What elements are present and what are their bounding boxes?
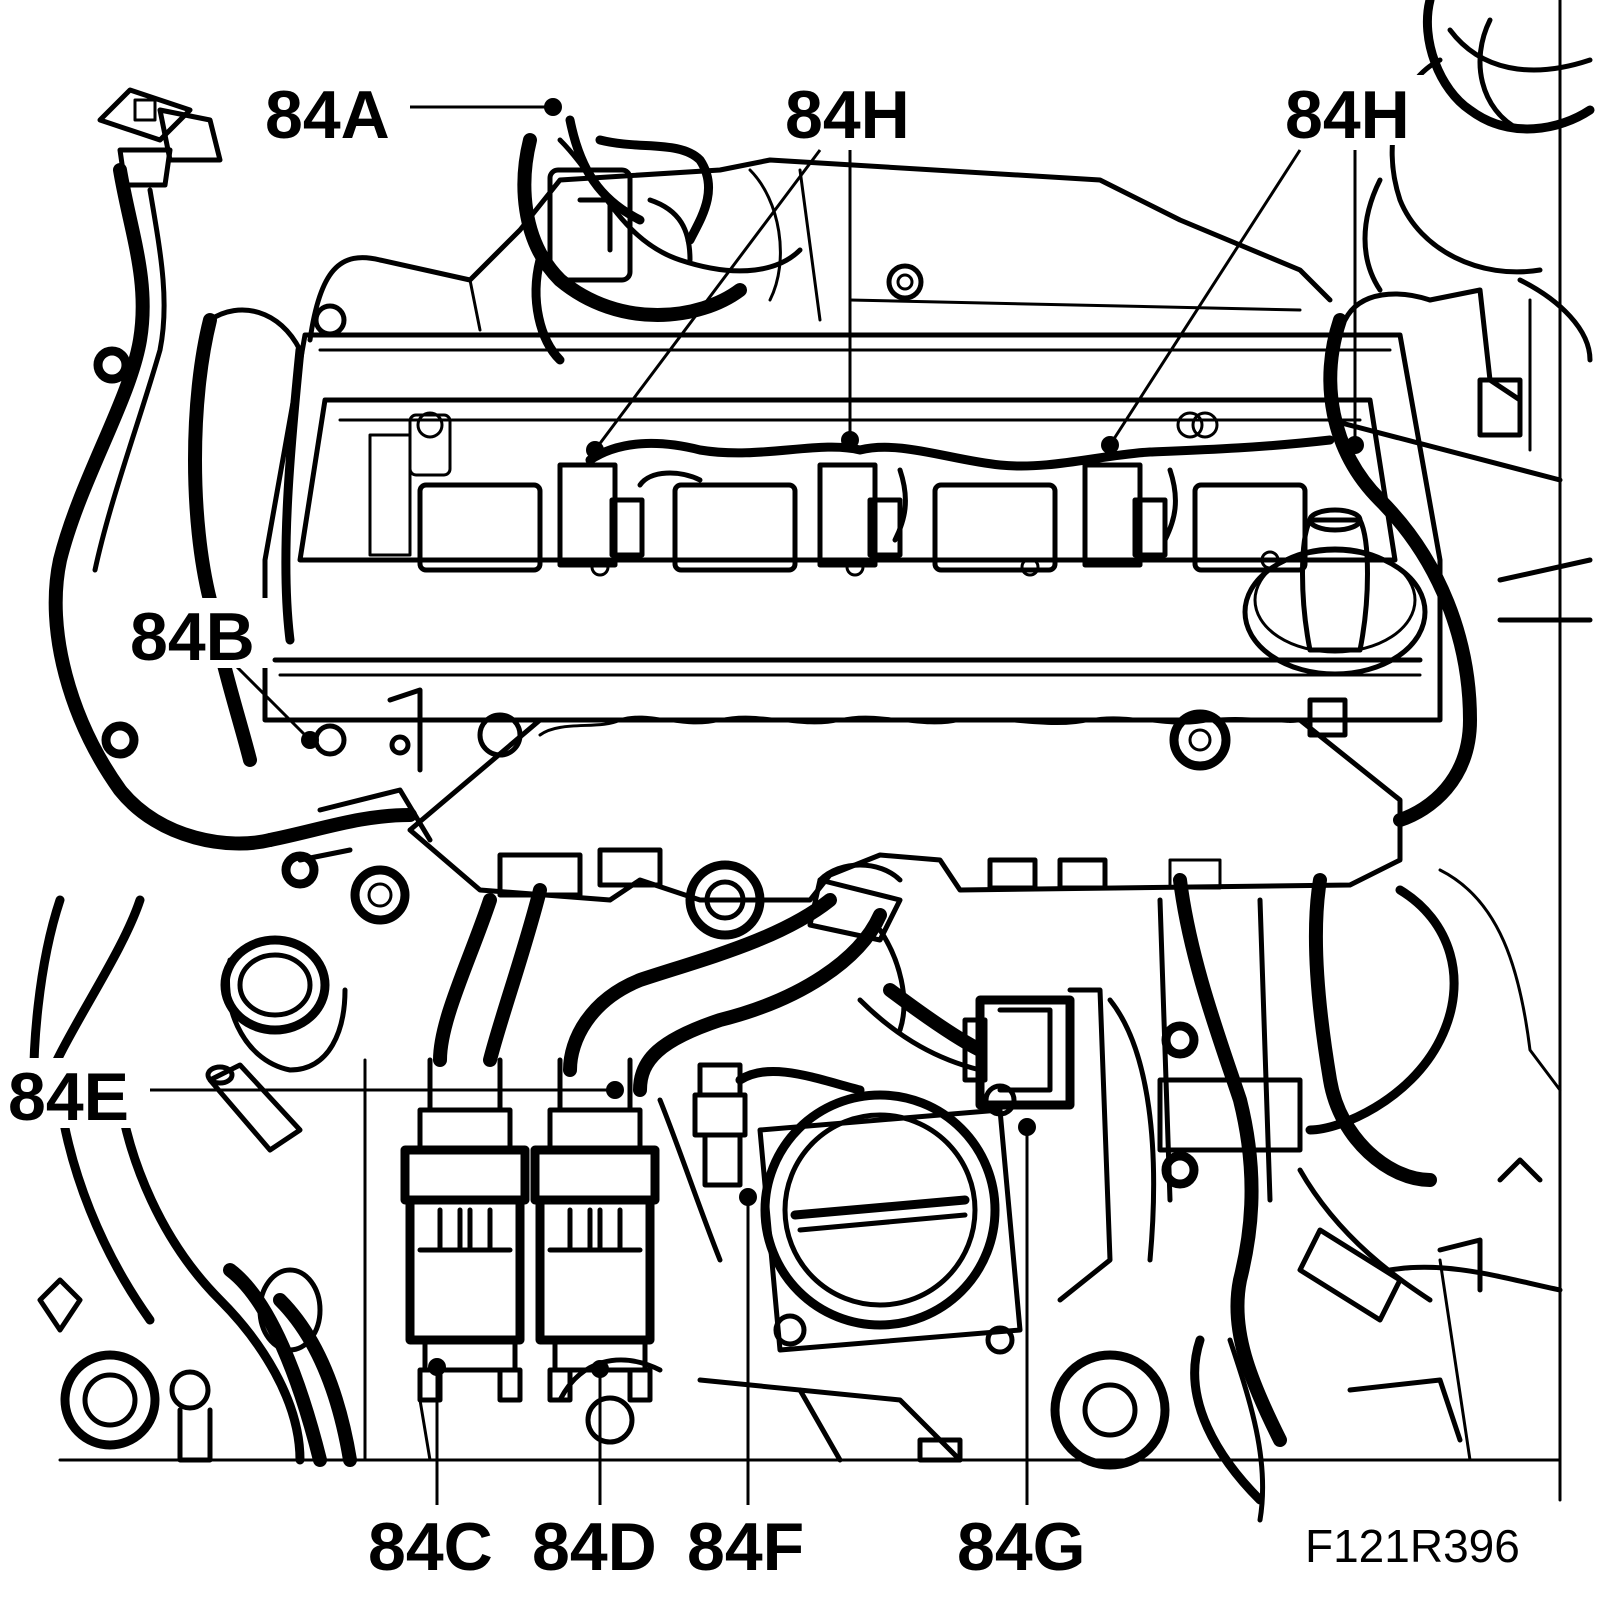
label-bg-84d	[530, 1505, 670, 1580]
ignition-coils	[368, 411, 1335, 577]
label-84a: 84A	[265, 77, 390, 153]
leader-84b	[233, 663, 312, 742]
valve-cover	[262, 157, 1443, 723]
label-84c: 84C	[368, 1509, 493, 1585]
leader-dot-84f	[739, 1188, 757, 1206]
leader-dot-84g	[1018, 1118, 1036, 1136]
vacuum-hoses	[433, 862, 987, 1097]
leader-dot-84h-1a	[586, 441, 604, 459]
leader-dot-84h-2b	[1346, 436, 1364, 454]
label-bg-84e	[5, 1058, 145, 1128]
label-bg-84a	[262, 75, 407, 145]
main-wiring-harness	[1173, 868, 1563, 1523]
leader-84h-1a	[593, 149, 822, 451]
crankcase-vent-hose	[1323, 287, 1593, 827]
label-84g: 84G	[957, 1509, 1086, 1585]
sensor-84f	[657, 1062, 865, 1263]
leader-dot-84a	[544, 98, 562, 116]
coolant-outlet	[220, 687, 523, 1073]
leader-dot-84e	[606, 1081, 624, 1099]
leader-dot-84h-1b	[841, 431, 859, 449]
label-bg-84g	[955, 1505, 1095, 1580]
label-bg-84h-1	[785, 75, 925, 145]
label-bg-84b	[128, 598, 268, 668]
label-bg-84f	[685, 1505, 810, 1580]
label-84e: 84E	[8, 1059, 129, 1135]
upper-vent-hose	[517, 115, 803, 365]
intake-manifold	[407, 697, 1403, 1203]
leader-dot-84d	[591, 1360, 609, 1378]
leader-dot-84b	[301, 731, 319, 749]
label-84h-1: 84H	[785, 77, 910, 153]
leader-dot-84h-2a	[1101, 436, 1119, 454]
label-84f: 84F	[687, 1509, 804, 1585]
label-84h-2: 84H	[1285, 77, 1410, 153]
label-84d: 84D	[532, 1509, 657, 1585]
solenoid-valve-84d	[530, 1057, 660, 1403]
oil-filler-cap	[1242, 507, 1428, 677]
engine-illustration	[29, 0, 1595, 1523]
callout-labels: 84A 84H 84H 84B 84E 84C 84D 84F 84G F121…	[5, 75, 1520, 1585]
lower-engine-block	[58, 1258, 1562, 1470]
leader-dot-84c	[428, 1358, 446, 1376]
label-bg-84c	[365, 1505, 505, 1580]
left-wiring-harness	[48, 87, 417, 851]
leader-lines	[150, 98, 1364, 1505]
label-84b: 84B	[130, 599, 255, 675]
solenoid-valve-84c	[400, 1057, 530, 1403]
figure-reference: F121R396	[1305, 1520, 1520, 1572]
throttle-body	[757, 1083, 1023, 1355]
label-bg-84h-2	[1285, 75, 1425, 145]
leader-84h-2a	[1108, 149, 1302, 446]
